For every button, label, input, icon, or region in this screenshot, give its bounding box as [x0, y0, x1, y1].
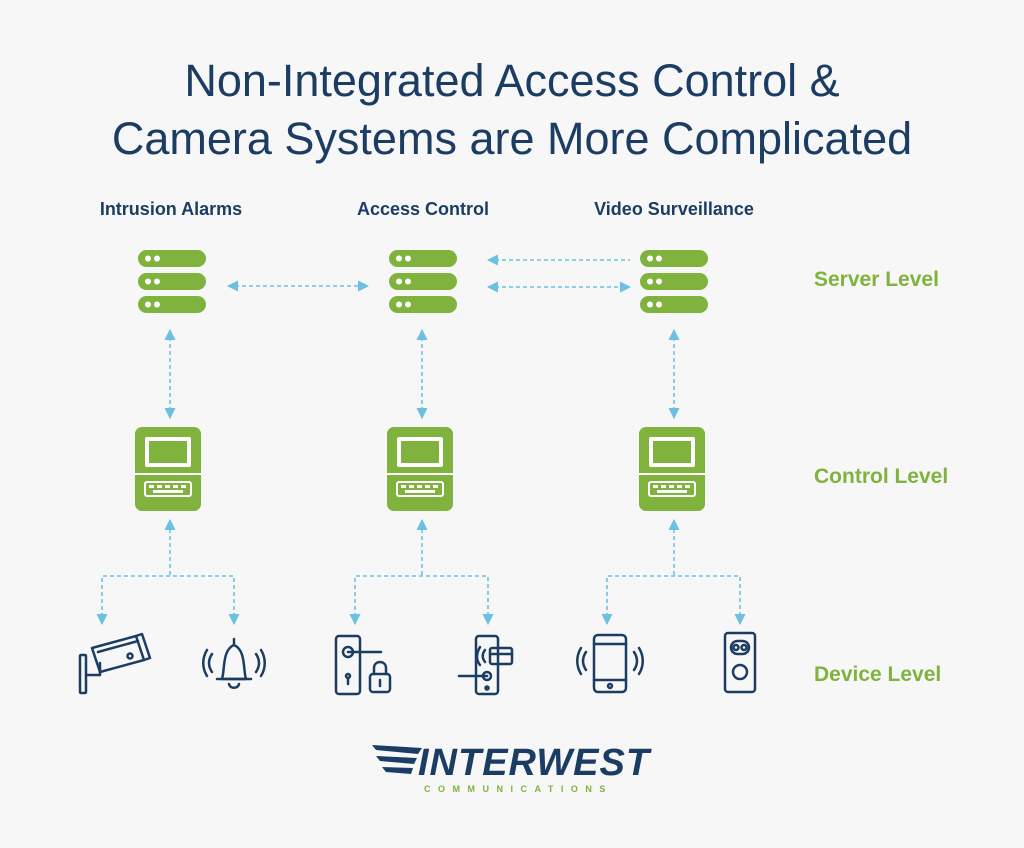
smartphone-icon [576, 633, 644, 694]
logo-swoosh-icon [372, 745, 422, 774]
logo-wordmark: INTERWEST [418, 742, 651, 784]
card-reader-door-icon [457, 634, 514, 696]
column-label-video-surveillance: Video Surveillance [594, 199, 754, 219]
column-label-intrusion-alarms: Intrusion Alarms [99, 199, 243, 219]
video-control-panel-icon [638, 426, 706, 512]
security-camera-icon [78, 632, 152, 695]
logo-tagline: COMMUNICATIONS [424, 784, 613, 794]
connector-intrusion-devices [96, 575, 240, 626]
connector-access-devices [349, 575, 494, 626]
connectors [96, 254, 746, 626]
intrusion-server-icon [138, 250, 206, 313]
title-line-1: Non-Integrated Access Control & [184, 55, 840, 106]
device-level-label: Device Level [814, 663, 942, 686]
control-level-label: Control Level [814, 465, 949, 488]
title-line-2: Camera Systems are More Complicated [111, 113, 913, 164]
server-level-label: Server Level [814, 268, 939, 291]
connector-video-devices [601, 575, 746, 626]
video-doorbell-icon [723, 631, 757, 694]
column-label-access-control: Access Control [356, 199, 490, 219]
video-server-icon [640, 250, 708, 313]
access-control-server-icon [389, 250, 457, 313]
access-control-panel-icon [386, 426, 454, 512]
intrusion-control-panel-icon [134, 426, 202, 512]
alarm-bell-icon [202, 637, 266, 689]
page-title: Non-Integrated Access Control & Camera S… [0, 52, 1024, 168]
door-lock-icon [334, 634, 392, 696]
